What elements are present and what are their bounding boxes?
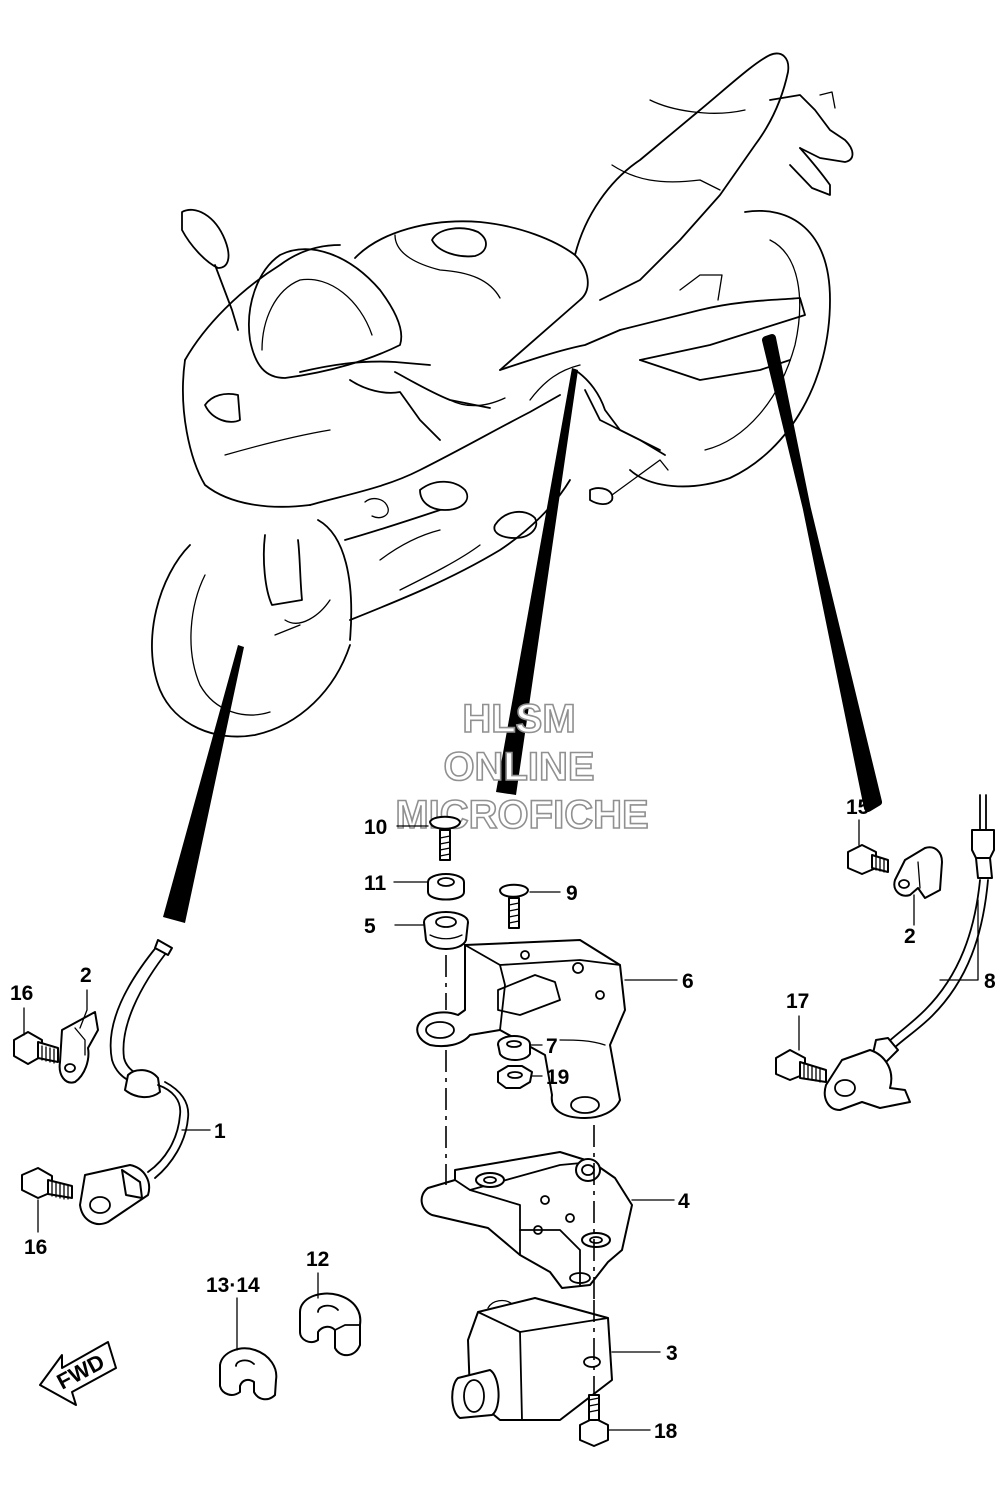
assembly-centerlines: [445, 955, 595, 1395]
callout-18: 18: [654, 1420, 678, 1443]
watermark-line-2: ONLINE: [443, 745, 594, 789]
part-15-bolt: [847, 844, 889, 875]
callout-7: 7: [546, 1035, 558, 1058]
part-4-plate: [420, 1151, 633, 1289]
callout-2-left: 2: [80, 964, 92, 987]
watermark-line-1: HLSM: [462, 697, 575, 741]
callout-16-upper: 16: [10, 982, 33, 1005]
part-7-nut: [497, 1035, 531, 1061]
callout-19: 19: [546, 1066, 569, 1089]
callout-16-lower: 16: [24, 1236, 47, 1259]
part-2-clamp-right: [893, 846, 943, 899]
part-18-bolt: [579, 1394, 609, 1447]
callout-labels: 1 2 2 3 4 5 6 7 8 9 10 11 12 13·14 15 16…: [10, 796, 996, 1443]
part-11-collar: [427, 873, 465, 901]
callout-2-right: 2: [904, 925, 916, 948]
fwd-direction-arrow: FWD: [39, 1341, 117, 1406]
part-13-14-clip: [219, 1347, 278, 1401]
part-5-grommet: [423, 911, 469, 950]
callout-3: 3: [666, 1342, 678, 1365]
callout-leaders: [23, 819, 979, 1431]
part-1-front-sensor-cable: [79, 939, 190, 1225]
callout-15: 15: [846, 796, 870, 819]
callout-8: 8: [984, 970, 996, 993]
part-8-rear-sensor-cable: [823, 794, 995, 1111]
callout-1: 1: [214, 1120, 226, 1143]
callout-6: 6: [682, 970, 694, 993]
callout-13-14: 13·14: [206, 1274, 260, 1297]
part-12-clamp: [299, 1292, 362, 1357]
part-10-screw: [429, 815, 461, 861]
part-19-nut: [497, 1065, 533, 1089]
part-2-clamp-left: [58, 1011, 99, 1084]
leader-wedges: [163, 334, 882, 923]
part-16-bolt-upper: [13, 1031, 59, 1065]
callout-4: 4: [678, 1190, 690, 1213]
part-9-screw: [499, 883, 529, 929]
part-16-bolt-lower: [21, 1167, 73, 1200]
motorcycle-illustration: [151, 52, 854, 738]
watermark: HLSM ONLINE MICROFICHE: [395, 696, 650, 838]
watermark-line-3: MICROFICHE: [395, 793, 648, 837]
callout-10: 10: [364, 816, 387, 839]
callout-17: 17: [786, 990, 809, 1013]
callout-11: 11: [364, 872, 387, 895]
part-6-bracket: [416, 939, 626, 1119]
callout-12: 12: [306, 1248, 329, 1271]
part-17-bolt: [775, 1049, 827, 1083]
callout-5: 5: [364, 915, 376, 938]
callout-9: 9: [566, 882, 578, 905]
part-3-imu-sensor: [451, 1297, 613, 1421]
